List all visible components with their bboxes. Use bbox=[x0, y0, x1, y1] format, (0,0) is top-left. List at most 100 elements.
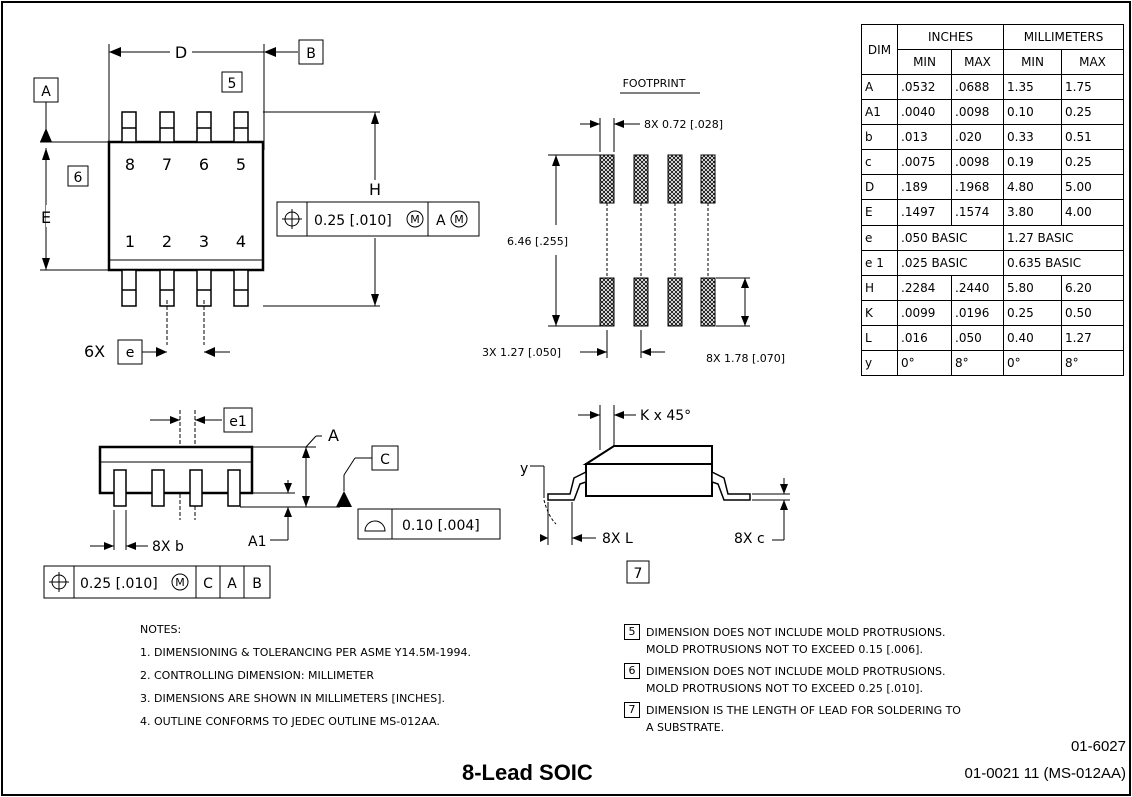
header-inches: INCHES bbox=[897, 23, 1004, 51]
datum-a-ref: A bbox=[436, 213, 446, 229]
table-cell: y bbox=[861, 349, 898, 377]
sub-max-in: MAX bbox=[951, 49, 1004, 76]
flagged-note-7: 7 DIMENSION IS THE LENGTH OF LEAD FOR SO… bbox=[624, 702, 961, 736]
datum-c-label: C bbox=[380, 452, 390, 468]
dim-k-label: K x 45° bbox=[640, 408, 691, 424]
flagged-note-5-line1: DIMENSION DOES NOT INCLUDE MOLD PROTRUSI… bbox=[646, 626, 946, 639]
table-cell: 8° bbox=[1060, 349, 1125, 377]
dim-e-label: E bbox=[41, 208, 51, 227]
table-cell: 6.20 bbox=[1060, 274, 1125, 301]
table-cell: 1.35 bbox=[1003, 74, 1062, 101]
table-cell: c bbox=[861, 149, 898, 176]
bottom-tolerance-value: 0.25 [.010] bbox=[80, 576, 158, 592]
datum-b-label: B bbox=[306, 46, 316, 62]
dim-h-label: H bbox=[369, 180, 381, 199]
pin-label-4: 4 bbox=[236, 232, 246, 251]
dim-y-label: y bbox=[520, 461, 528, 477]
note-flag-5: 5 bbox=[228, 76, 237, 92]
table-cell: .1497 bbox=[897, 199, 952, 226]
flagged-note-7-line1: DIMENSION IS THE LENGTH OF LEAD FOR SOLD… bbox=[646, 704, 961, 717]
flagged-note-6-line2: MOLD PROTRUSIONS NOT TO EXCEED 0.25 [.01… bbox=[646, 682, 923, 695]
datum-a-label: A bbox=[41, 84, 51, 100]
header-millimeters: MILLIMETERS bbox=[1002, 23, 1125, 51]
table-cell: .0196 bbox=[951, 299, 1004, 326]
pin-label-5: 5 bbox=[236, 155, 246, 174]
table-cell: .1574 bbox=[951, 199, 1004, 226]
table-cell: 0.25 bbox=[1003, 299, 1062, 326]
dim-d-label: D bbox=[175, 43, 187, 62]
package-body-top bbox=[107, 140, 265, 272]
table-cell: A bbox=[861, 74, 898, 101]
position-tolerance-frame: 0.25 [.010] M A M bbox=[276, 201, 480, 237]
table-cell: 5.00 bbox=[1060, 174, 1125, 201]
table-cell: 0.50 bbox=[1060, 299, 1125, 326]
table-cell: 5.80 bbox=[1003, 274, 1062, 301]
table-cell: E bbox=[861, 199, 898, 226]
table-cell: .0099 bbox=[897, 299, 952, 326]
end-view: K x 45° y 8X L 8X c 7 bbox=[520, 405, 790, 584]
note-4: 4. OUTLINE CONFORMS TO JEDEC OUTLINE MS-… bbox=[140, 715, 440, 728]
sub-min-in: MIN bbox=[897, 49, 952, 76]
dim-a1-label: A1 bbox=[248, 534, 266, 550]
table-cell: H bbox=[861, 274, 898, 301]
dimension-table: DIM INCHES MILLIMETERS MIN MAX MIN MAX A… bbox=[861, 23, 1125, 377]
flagged-note-7-num: 7 bbox=[624, 702, 640, 718]
dim-a-label: A bbox=[328, 426, 339, 445]
flatness-value: 0.10 [.004] bbox=[402, 518, 480, 534]
sub-min-mm: MIN bbox=[1003, 49, 1062, 76]
bottom-datum-c: C bbox=[203, 576, 213, 592]
dim-e-pitch-label: e bbox=[126, 345, 135, 361]
table-cell: 0.19 bbox=[1003, 149, 1062, 176]
flagged-note-5-line2: MOLD PROTRUSIONS NOT TO EXCEED 0.15 [.00… bbox=[646, 643, 923, 656]
mmc-symbol: M bbox=[410, 213, 420, 226]
table-cell: 1.75 bbox=[1060, 74, 1125, 101]
flagged-note-5: 5 DIMENSION DOES NOT INCLUDE MOLD PROTRU… bbox=[624, 624, 961, 658]
notes-block: NOTES: 1. DIMENSIONING & TOLERANCING PER… bbox=[140, 618, 471, 733]
dim-l-label: 8X L bbox=[602, 531, 633, 547]
table-cell: 3.80 bbox=[1003, 199, 1062, 226]
table-cell: .020 bbox=[951, 124, 1004, 151]
bottom-position-frame: 0.25 [.010] M C A B bbox=[43, 565, 271, 599]
table-cell: .0075 bbox=[897, 149, 952, 176]
dim-e1-label: e1 bbox=[229, 414, 247, 430]
table-cell: 0° bbox=[1003, 349, 1062, 377]
table-cell: b bbox=[861, 124, 898, 151]
table-cell: 0.10 bbox=[1003, 99, 1062, 126]
footprint-heading: FOOTPRINT bbox=[623, 77, 686, 90]
table-cell: 1.27 bbox=[1060, 324, 1125, 351]
footprint-pad-width: 8X 0.72 [.028] bbox=[644, 118, 723, 131]
table-cell: .025 BASIC bbox=[897, 249, 1004, 276]
profile-surface-icon bbox=[364, 520, 386, 532]
table-cell: .050 BASIC bbox=[897, 224, 1004, 251]
flagged-note-5-num: 5 bbox=[624, 624, 640, 640]
flagged-note-7-line2: A SUBSTRATE. bbox=[646, 721, 725, 734]
side-view: e1 A A1 C bbox=[43, 407, 501, 599]
footprint-pitch: 3X 1.27 [.050] bbox=[482, 346, 561, 359]
dim-c-label: 8X c bbox=[734, 531, 765, 547]
table-cell: 4.80 bbox=[1003, 174, 1062, 201]
table-cell: 0.25 bbox=[1060, 99, 1125, 126]
position-tolerance-value: 0.25 [.010] bbox=[314, 213, 392, 229]
table-cell: D bbox=[861, 174, 898, 201]
dim-b-label: 8X b bbox=[152, 539, 184, 555]
note-2: 2. CONTROLLING DIMENSION: MILLIMETER bbox=[140, 669, 375, 682]
table-cell: .0040 bbox=[897, 99, 952, 126]
table-cell: .189 bbox=[897, 174, 952, 201]
flagged-note-6: 6 DIMENSION DOES NOT INCLUDE MOLD PROTRU… bbox=[624, 663, 961, 697]
pin-label-3: 3 bbox=[199, 232, 209, 251]
table-cell: e bbox=[861, 224, 898, 251]
bottom-datum-b: B bbox=[252, 576, 262, 592]
footprint-pad-length: 8X 1.78 [.070] bbox=[706, 352, 785, 365]
notes-heading: NOTES: bbox=[140, 623, 182, 636]
table-cell: K bbox=[861, 299, 898, 326]
